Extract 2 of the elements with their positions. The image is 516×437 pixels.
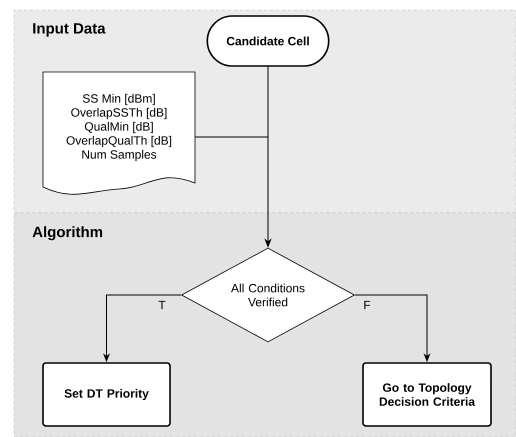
process-box: Set DT Priority [42, 362, 171, 427]
process-box: Go to Topology Decision Criteria [362, 362, 492, 427]
